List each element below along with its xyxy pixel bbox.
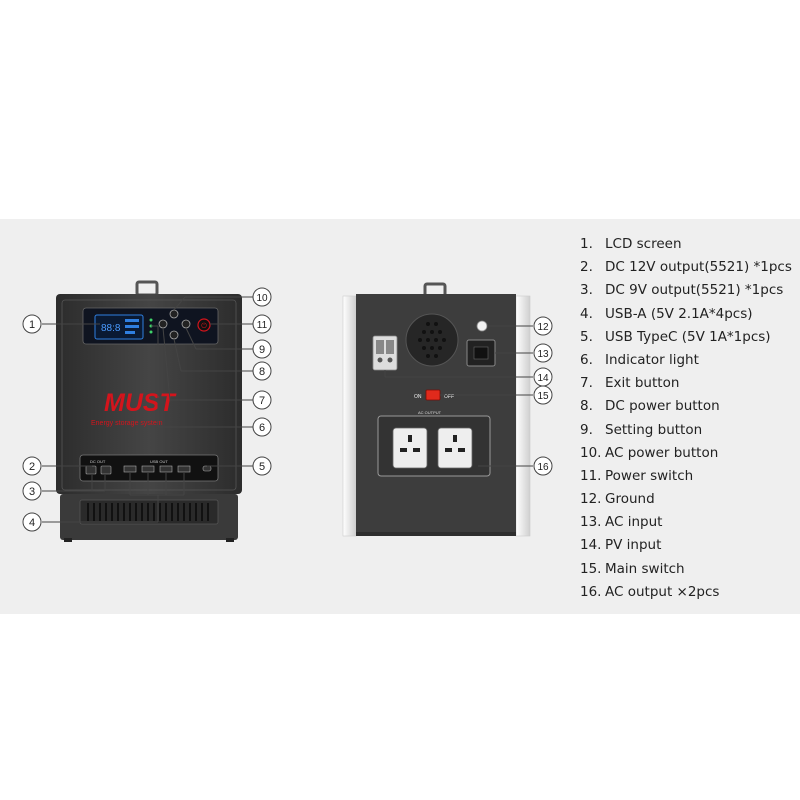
svg-text:12: 12 bbox=[537, 322, 549, 333]
legend-item: 3.DC 9V output(5521) *1pcs bbox=[580, 282, 784, 299]
switch-off-label: OFF bbox=[444, 394, 454, 400]
svg-text:3: 3 bbox=[29, 486, 35, 498]
svg-text:15: 15 bbox=[537, 391, 549, 402]
indicator-light bbox=[149, 318, 153, 322]
svg-text:5: 5 bbox=[259, 461, 265, 473]
back-unit: ON OFF AC OUTPUT bbox=[342, 282, 531, 537]
legend-list: 1.LCD screen 2.DC 12V output(5521) *1pcs… bbox=[580, 234, 792, 605]
brand-tagline: Energy storage system bbox=[91, 420, 163, 427]
svg-text:10: 10 bbox=[256, 293, 268, 304]
legend-item: 8.DC power button bbox=[580, 398, 720, 415]
dc-power-button[interactable] bbox=[169, 330, 179, 340]
svg-text:1: 1 bbox=[29, 319, 35, 331]
exit-button[interactable] bbox=[158, 319, 168, 329]
svg-text:14: 14 bbox=[537, 373, 549, 384]
ac-output-label: AC OUTPUT bbox=[418, 410, 442, 415]
back-leader-lines bbox=[384, 325, 533, 467]
callout-7: 7 bbox=[252, 390, 272, 410]
usb-out-label: USB OUT bbox=[150, 459, 168, 464]
cooling-fan bbox=[405, 313, 459, 367]
front-unit: 88:8 ⏻ MUST Energy storage system DC OUT… bbox=[56, 280, 242, 542]
dc-9v-port bbox=[100, 465, 112, 475]
callout-11: 11 bbox=[252, 314, 272, 334]
dc-out-label: DC OUT bbox=[90, 459, 106, 464]
callout-14: 14 bbox=[533, 367, 553, 387]
callout-1: 1 bbox=[22, 314, 42, 334]
back-side-left bbox=[342, 295, 357, 537]
callout-12: 12 bbox=[533, 316, 553, 336]
usb-a-port bbox=[177, 465, 191, 473]
legend-item: 4.USB-A (5V 2.1A*4pcs) bbox=[580, 305, 753, 322]
svg-text:7: 7 bbox=[259, 395, 265, 407]
legend-item: 12.Ground bbox=[580, 491, 655, 508]
ground-terminal bbox=[476, 320, 488, 332]
ac-power-button[interactable] bbox=[169, 309, 179, 319]
svg-text:6: 6 bbox=[259, 422, 265, 434]
legend-item: 6.Indicator light bbox=[580, 351, 699, 368]
callouts: 1 2 3 4 5 6 7 8 9 10 11 12 13 14 15 16 bbox=[22, 287, 553, 532]
front-leader-lines bbox=[42, 296, 254, 523]
usb-a-port bbox=[123, 465, 137, 473]
svg-text:9: 9 bbox=[259, 344, 265, 356]
callout-3: 3 bbox=[22, 481, 42, 501]
usb-a-port bbox=[159, 465, 173, 473]
callout-13: 13 bbox=[533, 343, 553, 363]
power-switch[interactable] bbox=[197, 318, 211, 332]
power-icon: ⏻ bbox=[201, 322, 207, 330]
legend-item: 7.Exit button bbox=[580, 375, 680, 392]
switch-on-label: ON bbox=[414, 394, 422, 400]
legend-item: 11.Power switch bbox=[580, 467, 694, 484]
svg-text:11: 11 bbox=[257, 320, 268, 331]
back-side-right bbox=[515, 295, 531, 537]
callout-5: 5 bbox=[252, 456, 272, 476]
callout-8: 8 bbox=[252, 361, 272, 381]
callout-6: 6 bbox=[252, 417, 272, 437]
legend-item: 2.DC 12V output(5521) *1pcs bbox=[580, 259, 792, 276]
callout-2: 2 bbox=[22, 456, 42, 476]
callout-15: 15 bbox=[533, 385, 553, 405]
legend-item: 13.AC input bbox=[580, 514, 663, 531]
usb-a-port bbox=[141, 465, 155, 473]
setting-button[interactable] bbox=[181, 319, 191, 329]
lcd-readout: 88:8 bbox=[101, 323, 121, 334]
callout-9: 9 bbox=[252, 339, 272, 359]
svg-text:8: 8 bbox=[259, 366, 265, 378]
main-switch[interactable] bbox=[425, 389, 441, 401]
legend-item: 1.LCD screen bbox=[580, 236, 682, 252]
svg-text:16: 16 bbox=[537, 462, 549, 473]
svg-text:4: 4 bbox=[29, 517, 35, 529]
dc-12v-port bbox=[85, 465, 97, 475]
callout-10: 10 bbox=[252, 287, 272, 307]
brand-logo: MUST bbox=[104, 389, 178, 417]
callout-16: 16 bbox=[533, 456, 553, 476]
legend-item: 15.Main switch bbox=[580, 560, 685, 577]
legend-item: 9.Setting button bbox=[580, 421, 703, 438]
ac-outlet bbox=[437, 427, 473, 469]
svg-text:2: 2 bbox=[29, 461, 35, 473]
svg-text:13: 13 bbox=[537, 349, 549, 360]
legend-item: 5.USB TypeC (5V 1A*1pcs) bbox=[580, 328, 771, 345]
front-handle bbox=[135, 280, 159, 297]
callout-4: 4 bbox=[22, 512, 42, 532]
legend-item: 16.AC output ×2pcs bbox=[580, 583, 720, 600]
legend-item: 10.AC power button bbox=[580, 444, 719, 461]
usb-c-port bbox=[202, 465, 212, 472]
legend-item: 14.PV input bbox=[580, 537, 662, 554]
ac-outlet bbox=[392, 427, 428, 469]
